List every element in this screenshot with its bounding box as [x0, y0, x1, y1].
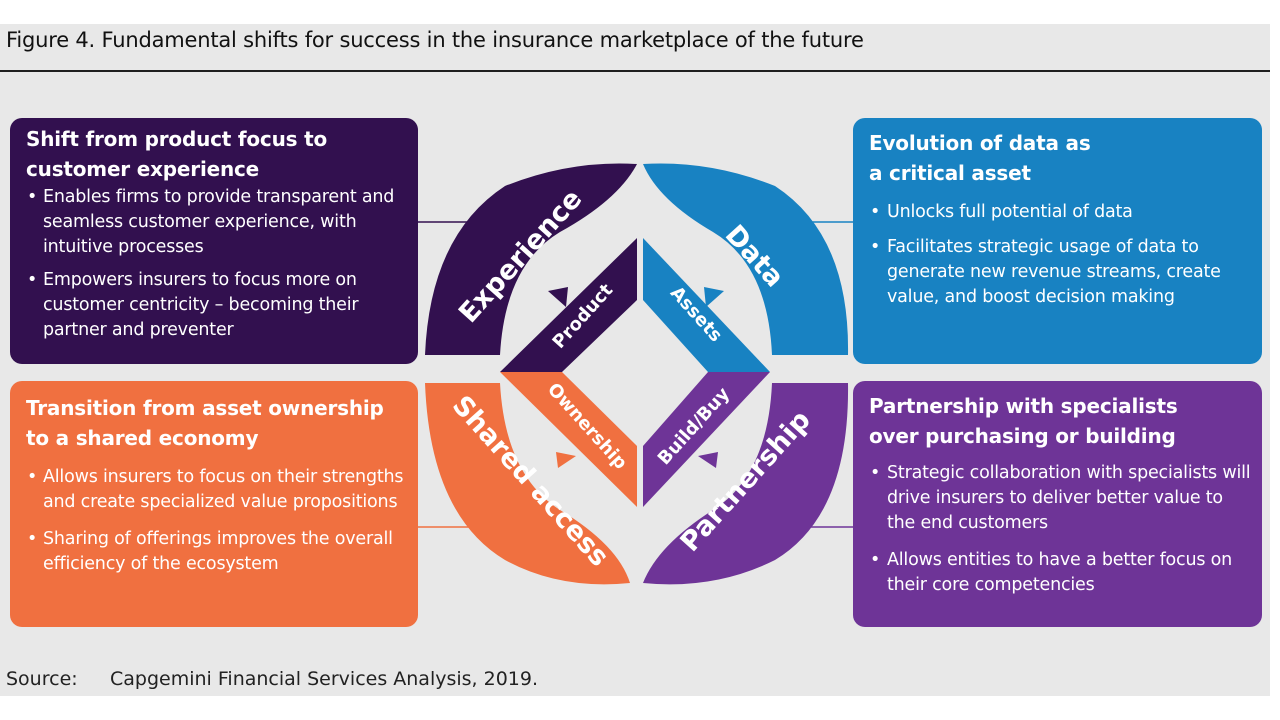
- box-data-bullets: Unlocks full potential of data Facilitat…: [869, 200, 1252, 310]
- arrow-buildbuy-icon: [698, 452, 718, 468]
- arc-data: [643, 163, 849, 355]
- source-note: Source: Capgemini Financial Services Anal…: [6, 668, 538, 690]
- bullet-item: Allows insurers to focus on their streng…: [26, 465, 408, 515]
- title-divider: [0, 70, 1270, 72]
- bullet-item: Sharing of offerings improves the overal…: [26, 527, 408, 577]
- box-shared: Transition from asset ownership to a sha…: [10, 381, 418, 627]
- box-shared-title-line1: Transition from asset ownership: [26, 396, 384, 420]
- arc-experience: [425, 163, 637, 355]
- bullet-item: Facilitates strategic usage of data to g…: [869, 235, 1252, 310]
- box-partnership-title-line2: over purchasing or building: [869, 424, 1176, 448]
- box-data-title-line1: Evolution of data as: [869, 131, 1091, 155]
- bullet-item: Allows entities to have a better focus o…: [869, 548, 1252, 598]
- box-experience-title: Shift from product focus to customer exp…: [26, 124, 408, 184]
- box-data: Evolution of data as a critical asset Un…: [853, 118, 1262, 364]
- arc-partnership: [643, 383, 849, 585]
- diamond-product: [500, 238, 637, 372]
- box-partnership-title: Partnership with specialists over purcha…: [869, 391, 1252, 451]
- arrow-ownership-icon: [556, 452, 576, 468]
- box-experience: Shift from product focus to customer exp…: [10, 118, 418, 364]
- arrow-assets-icon: [704, 287, 724, 307]
- box-partnership-title-line1: Partnership with specialists: [869, 394, 1178, 418]
- box-experience-bullets: Enables firms to provide transparent and…: [26, 185, 408, 343]
- box-experience-title-line1: Shift from product focus to: [26, 127, 327, 151]
- diamond-ownership: [500, 372, 637, 507]
- box-partnership: Partnership with specialists over purcha…: [853, 381, 1262, 627]
- box-shared-title: Transition from asset ownership to a sha…: [26, 393, 408, 453]
- bullet-item: Unlocks full potential of data: [869, 200, 1252, 225]
- arc-shared: [425, 383, 630, 585]
- box-data-title-line2: a critical asset: [869, 161, 1031, 185]
- source-text: Capgemini Financial Services Analysis, 2…: [110, 668, 539, 690]
- diamond-buildbuy: [643, 372, 770, 507]
- box-data-title: Evolution of data as a critical asset: [869, 128, 1252, 188]
- figure-title: Figure 4. Fundamental shifts for success…: [6, 28, 864, 52]
- source-label: Source:: [6, 668, 78, 690]
- arrow-product-icon: [548, 287, 568, 307]
- box-experience-title-line2: customer experience: [26, 157, 260, 181]
- bullet-item: Enables firms to provide transparent and…: [26, 185, 408, 260]
- box-shared-bullets: Allows insurers to focus on their streng…: [26, 465, 408, 577]
- bullet-item: Empowers insurers to focus more on custo…: [26, 268, 408, 343]
- box-shared-title-line2: to a shared economy: [26, 426, 259, 450]
- bullet-item: Strategic collaboration with specialists…: [869, 461, 1252, 536]
- box-partnership-bullets: Strategic collaboration with specialists…: [869, 461, 1252, 598]
